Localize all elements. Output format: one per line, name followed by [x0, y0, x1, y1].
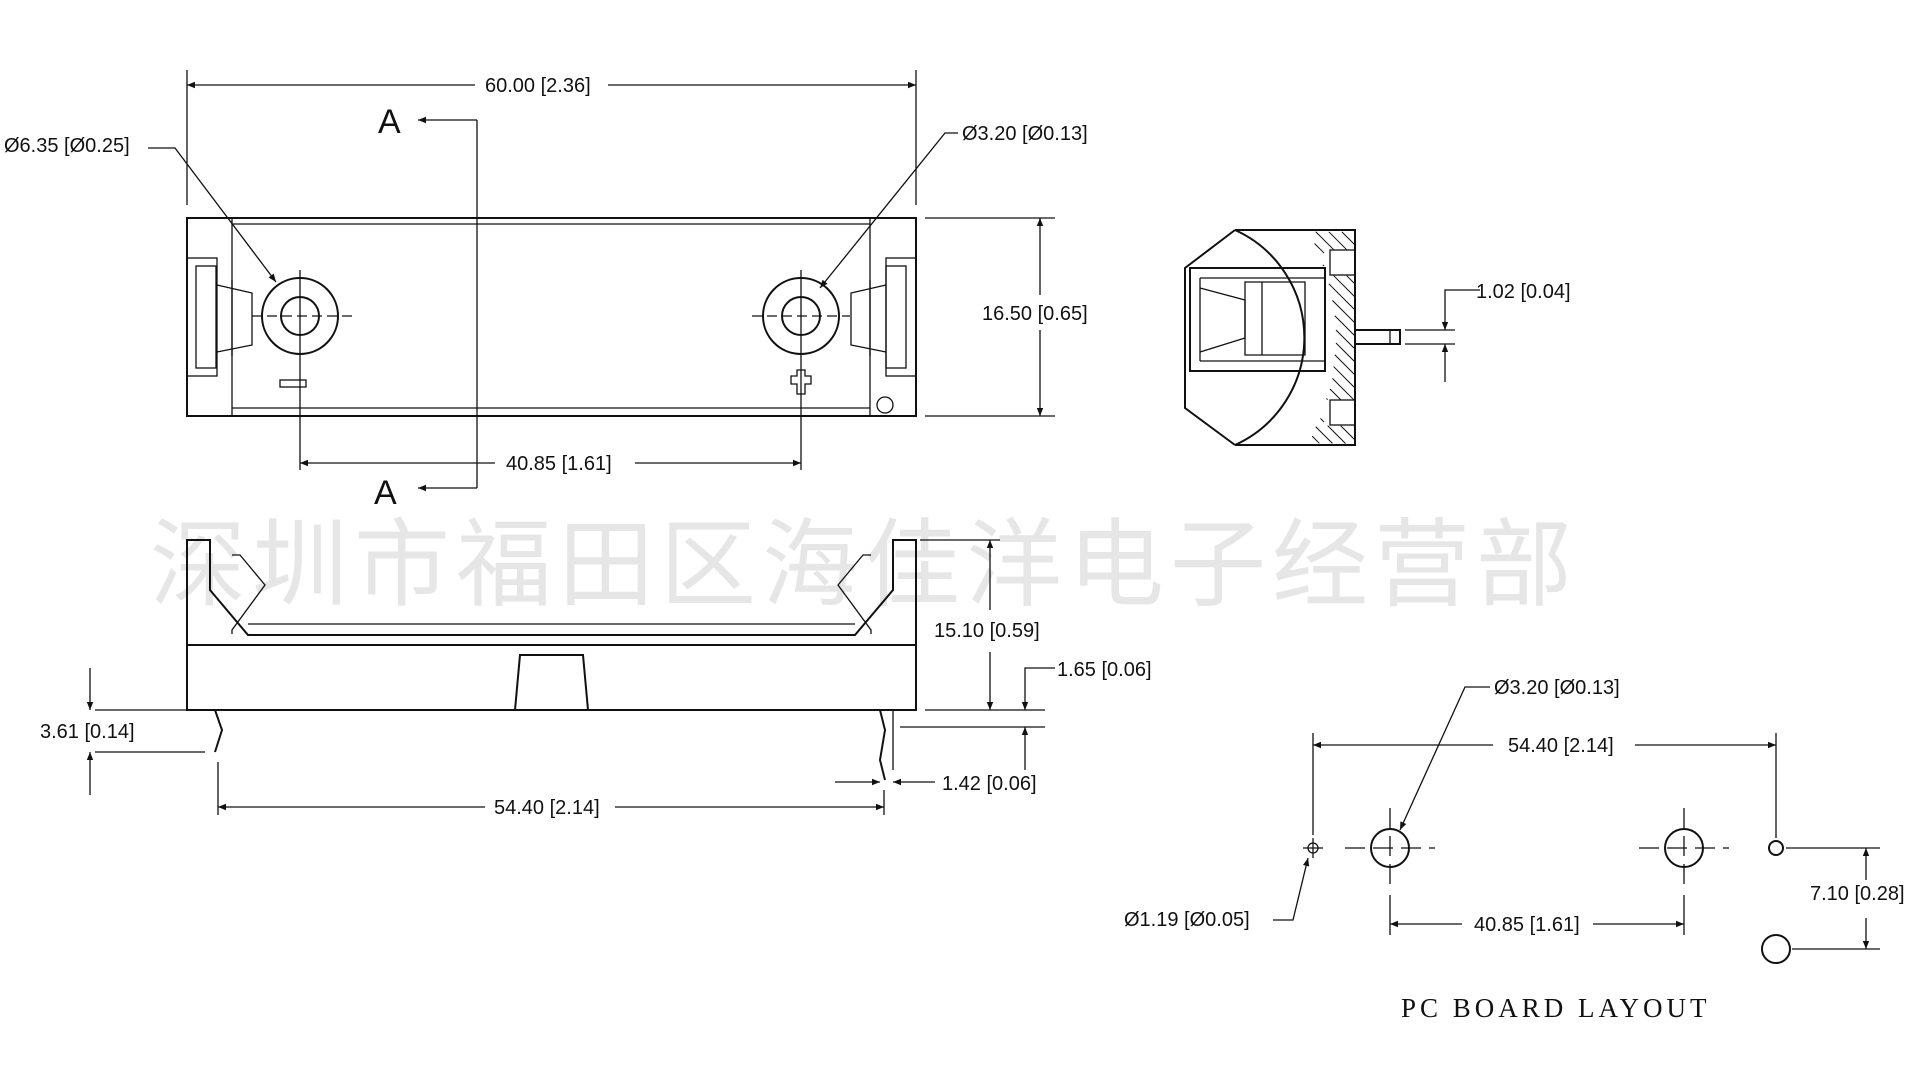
section-hatch-line	[1328, 283, 1356, 311]
base-thickness-label: 1.65 [0.06]	[1057, 659, 1152, 681]
pcb-small-hole-label: Ø1.19 [Ø0.05]	[1124, 909, 1250, 931]
pin-width-dimension	[1405, 289, 1480, 382]
section-hatch-line	[1333, 366, 1356, 389]
height-label: 16.50 [0.65]	[982, 303, 1088, 325]
pcb-spacing-label: 40.85 [1.61]	[1474, 914, 1580, 936]
negative-symbol	[279, 379, 307, 388]
section-hatch-line	[1315, 426, 1333, 444]
section-hatch-line	[1327, 425, 1346, 444]
section-hatch-line	[1335, 329, 1356, 350]
pcb-dimensions	[1273, 686, 1880, 950]
section-hatch-line	[1322, 264, 1325, 267]
pin-thickness-label: 1.42 [0.06]	[942, 773, 1037, 795]
section-hatch-line	[1315, 231, 1334, 250]
section-hatch-line	[1346, 275, 1356, 285]
section-hatch-line	[1329, 388, 1342, 401]
pcb-hole-lower	[1761, 934, 1791, 964]
watermark-text: 深圳市福田区海佳洋电子经营部	[150, 509, 1578, 621]
section-hatch-line	[1332, 300, 1356, 324]
positive-symbol	[790, 369, 812, 395]
section-hatch-line	[1341, 231, 1356, 246]
section-hatch-line	[1320, 418, 1325, 423]
pin-length-label: 3.61 [0.14]	[40, 721, 135, 743]
top-view	[186, 116, 917, 492]
large-hole-label: Ø6.35 [Ø0.25]	[4, 135, 130, 157]
section-hatch-line	[1334, 315, 1356, 337]
pcb-layout-title: PC BOARD LAYOUT	[1401, 993, 1711, 1023]
front-view-dimensions	[86, 539, 1055, 815]
section-hatch-line	[1340, 425, 1356, 441]
pcb-hole-upper	[1768, 840, 1784, 856]
overall-width-label: 60.00 [2.36]	[485, 75, 591, 97]
section-hatch-line	[1311, 435, 1320, 444]
pcb-span-label: 54.40 [2.14]	[1508, 735, 1614, 757]
pcb-pad-hole-label: Ø3.20 [Ø0.13]	[1494, 677, 1620, 699]
dimension-lines-top	[148, 70, 1055, 467]
section-marker-bottom: A	[374, 474, 397, 512]
section-hatch-line	[1333, 275, 1356, 298]
section-hatch-line	[1332, 378, 1355, 401]
section-hatch-line	[1328, 231, 1348, 251]
section-hatch-line	[1335, 342, 1356, 363]
front-view	[186, 539, 917, 781]
pcb-offset-label: 7.10 [0.28]	[1810, 883, 1905, 905]
section-hatch-line	[1334, 354, 1356, 376]
hole-spacing-label: 40.85 [1.61]	[506, 453, 612, 475]
section-hatch-line	[1314, 243, 1325, 254]
pin-span-label: 54.40 [2.14]	[494, 797, 600, 819]
pcb-layout	[1303, 808, 1791, 964]
section-marker-top: A	[378, 103, 401, 141]
side-section-view	[1184, 229, 1401, 446]
small-hole-label: Ø3.20 [Ø0.13]	[962, 123, 1088, 145]
pin-width-label: 1.02 [0.04]	[1476, 281, 1571, 303]
section-hatch-line	[1326, 398, 1328, 400]
total-height-label: 15.10 [0.59]	[934, 620, 1040, 642]
